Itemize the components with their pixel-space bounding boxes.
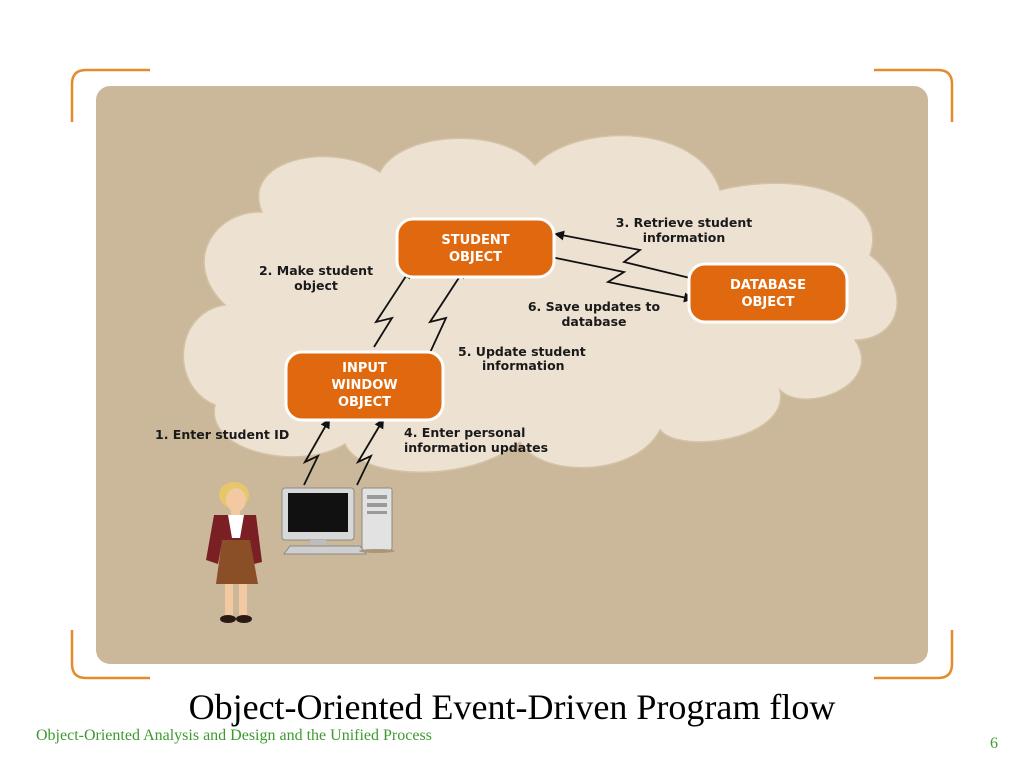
label-step-4-line-2: information updates bbox=[404, 440, 548, 455]
arrows bbox=[302, 230, 694, 486]
node-database-box bbox=[687, 262, 849, 324]
label-step-3-line-1: 3. Retrieve student bbox=[616, 215, 752, 230]
person-leg-right bbox=[239, 584, 247, 616]
computer-illustration bbox=[281, 487, 395, 555]
node-database-object: DATABASE OBJECT bbox=[687, 262, 849, 324]
tower-drive-2 bbox=[367, 503, 387, 507]
monitor-screen bbox=[288, 493, 348, 532]
label-step-5-line-2: information bbox=[482, 358, 565, 373]
arrow-save-updates bbox=[550, 256, 694, 303]
person-skirt bbox=[216, 540, 258, 584]
person-blouse bbox=[228, 515, 244, 538]
tower-shadow bbox=[359, 549, 395, 553]
tower-drive-1 bbox=[367, 495, 387, 499]
bracket-top-right bbox=[874, 68, 954, 122]
keyboard bbox=[283, 545, 367, 555]
node-student-box bbox=[395, 217, 556, 279]
label-step-2-line-1: 2. Make student bbox=[259, 263, 373, 278]
node-input-line-2: WINDOW bbox=[331, 378, 397, 393]
bracket-top-left bbox=[70, 68, 150, 122]
label-step-6-line-2: database bbox=[561, 314, 626, 329]
node-student-object: STUDENT OBJECT bbox=[395, 217, 556, 279]
node-input-line-3: OBJECT bbox=[338, 395, 391, 410]
node-input-window-object: INPUT WINDOW OBJECT bbox=[284, 350, 445, 422]
node-input-box bbox=[284, 350, 445, 422]
label-step-5-line-1: 5. Update student bbox=[458, 344, 586, 359]
node-input-line-1: INPUT bbox=[342, 361, 387, 376]
page-number: 6 bbox=[990, 735, 998, 752]
tower-drive-3 bbox=[367, 511, 387, 514]
arrow-enter-student-id bbox=[302, 418, 330, 486]
label-step-4-line-1: 4. Enter personal bbox=[404, 425, 525, 440]
label-step-6-line-1: 6. Save updates to bbox=[528, 299, 661, 314]
person-shoe-right bbox=[236, 615, 252, 623]
arrow-retrieve-student-info bbox=[554, 230, 691, 279]
person-neck bbox=[231, 509, 240, 516]
monitor-stand bbox=[310, 540, 326, 545]
node-database-line-1: DATABASE bbox=[730, 278, 806, 293]
person-shoe-left bbox=[220, 615, 236, 623]
node-student-line-2: OBJECT bbox=[449, 250, 502, 265]
person-jacket bbox=[206, 515, 262, 564]
node-database-line-2: OBJECT bbox=[741, 295, 794, 310]
label-step-2-line-2: object bbox=[294, 278, 338, 293]
label-step-1-line-1: 1. Enter student ID bbox=[155, 427, 289, 442]
bracket-bottom-left bbox=[70, 630, 150, 680]
corner-brackets bbox=[70, 68, 954, 680]
node-student-line-1: STUDENT bbox=[441, 233, 509, 248]
bracket-bottom-right bbox=[874, 630, 954, 680]
person-face bbox=[226, 488, 246, 512]
arrow-enter-personal-info bbox=[355, 418, 385, 486]
person-illustration bbox=[206, 482, 262, 623]
arrow-update-student-info bbox=[427, 268, 466, 358]
label-step-3-line-2: information bbox=[643, 230, 726, 245]
person-leg-left bbox=[225, 584, 233, 616]
arrow-make-student-object bbox=[373, 268, 412, 348]
slide-title: Object-Oriented Event-Driven Program flo… bbox=[188, 687, 836, 727]
footer-text: Object-Oriented Analysis and Design and … bbox=[36, 727, 432, 744]
